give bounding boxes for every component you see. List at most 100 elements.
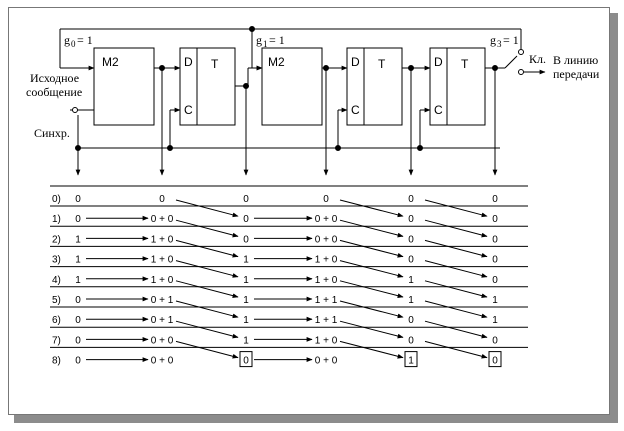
sync-label: Синхр. — [34, 126, 70, 140]
key-label: Кл. — [529, 52, 546, 66]
table-cell: 0 — [159, 194, 165, 205]
table-arrow — [424, 280, 488, 298]
table-cell: 0 — [408, 194, 414, 205]
input-terminal — [72, 107, 78, 113]
table-arrow — [175, 239, 239, 258]
table-arrow — [339, 340, 404, 359]
table-arrow — [339, 280, 404, 298]
table-cell: 1 + 0 — [151, 234, 174, 245]
table-cell: 0 — [75, 194, 81, 205]
svg-text:C: C — [434, 103, 443, 117]
table-cell: 0 — [75, 335, 81, 346]
key-switch — [504, 55, 518, 69]
table-cell: 0 — [243, 234, 249, 245]
table-cell: 0 — [492, 234, 498, 245]
table-cell: 1 + 1 — [315, 315, 338, 326]
table-arrow — [175, 320, 239, 339]
table-cell: 1 — [75, 275, 81, 286]
output-label-2: передачи — [553, 67, 600, 81]
table-arrow — [175, 280, 239, 298]
table-cell: 1 — [492, 315, 498, 326]
table-arrow — [339, 260, 404, 278]
table-cell: 0 + 1 — [151, 295, 174, 306]
table-arrow — [424, 199, 488, 218]
table-cell: 1 + 0 — [315, 275, 338, 286]
svg-text:D: D — [434, 55, 443, 69]
table-arrow — [339, 219, 404, 238]
table-row-label: 6) — [52, 315, 61, 326]
table-arrow — [424, 260, 488, 278]
table-row-label: 3) — [52, 255, 61, 266]
table-arrow — [175, 340, 239, 359]
table-arrow — [339, 199, 404, 218]
svg-text:T: T — [378, 57, 386, 71]
table-cell: 0 + 0 — [315, 214, 338, 225]
output-bit-box — [488, 351, 502, 368]
table-cell: 0 — [492, 275, 498, 286]
tap-junction — [249, 26, 255, 32]
table-cell: 1 — [75, 234, 81, 245]
table-cell: 1 — [243, 275, 249, 286]
table-cell: 1 — [408, 356, 414, 367]
table-cell: 0 + 0 — [315, 234, 338, 245]
table-arrow — [339, 320, 404, 339]
table-cell: 0 + 0 — [315, 356, 338, 367]
table-arrow — [424, 320, 488, 339]
table-cell: 0 + 0 — [151, 214, 174, 225]
table-row-label: 5) — [52, 295, 61, 306]
svg-text:D: D — [351, 55, 360, 69]
svg-text:T: T — [461, 57, 469, 71]
table-arrow — [339, 239, 404, 258]
table-row-label: 2) — [52, 234, 61, 245]
table-cell: 1 + 0 — [151, 255, 174, 266]
table-cell: 0 + 1 — [151, 315, 174, 326]
svg-text:3: 3 — [497, 39, 502, 49]
table-arrow — [175, 260, 239, 278]
output-bit-box — [404, 351, 418, 368]
table-cell: 1 — [492, 295, 498, 306]
svg-text:= 1: = 1 — [77, 33, 93, 47]
table-arrow — [339, 300, 404, 319]
trigger-2 — [346, 47, 403, 126]
table-arrow — [175, 219, 239, 238]
table-arrow — [175, 300, 239, 319]
table-cell: 1 + 1 — [315, 295, 338, 306]
table-cell: 0 — [492, 335, 498, 346]
m2-block-1 — [93, 47, 155, 126]
table-row-label: 8) — [52, 356, 61, 367]
table-arrow — [424, 340, 488, 359]
g1-label: g — [256, 33, 262, 47]
svg-text:C: C — [184, 103, 193, 117]
table-cell: 0 — [75, 295, 81, 306]
svg-text:D: D — [184, 55, 193, 69]
source-label-2: сообщение — [26, 85, 82, 99]
table-row-label: 1) — [52, 214, 61, 225]
table-arrow — [424, 300, 488, 319]
circuit — [59, 26, 546, 176]
table-cell: 1 — [243, 335, 249, 346]
svg-text:= 1: = 1 — [503, 33, 519, 47]
table-row-label: 7) — [52, 335, 61, 346]
m2-label-1: M2 — [102, 55, 119, 69]
table-cell: 0 — [408, 315, 414, 326]
table-cell: 0 + 0 — [151, 356, 174, 367]
table-cell: 1 — [243, 315, 249, 326]
svg-text:T: T — [211, 57, 219, 71]
table-cell: 1 — [243, 295, 249, 306]
table-cell: 0 — [243, 214, 249, 225]
table-cell: 0 — [75, 214, 81, 225]
table-cell: 1 + 0 — [315, 255, 338, 266]
table-cell: 0 + 0 — [151, 335, 174, 346]
table-cell: 1 — [75, 255, 81, 266]
table-cell: 1 + 0 — [315, 335, 338, 346]
m2-label-2: M2 — [268, 55, 285, 69]
table-cell: 1 + 0 — [151, 275, 174, 286]
svg-text:C: C — [351, 103, 360, 117]
table-cell: 0 — [492, 356, 498, 367]
table-arrow — [175, 199, 239, 218]
m2-block-2 — [261, 47, 323, 126]
table-cell: 0 — [323, 194, 329, 205]
state-table-arrows — [86, 199, 488, 363]
